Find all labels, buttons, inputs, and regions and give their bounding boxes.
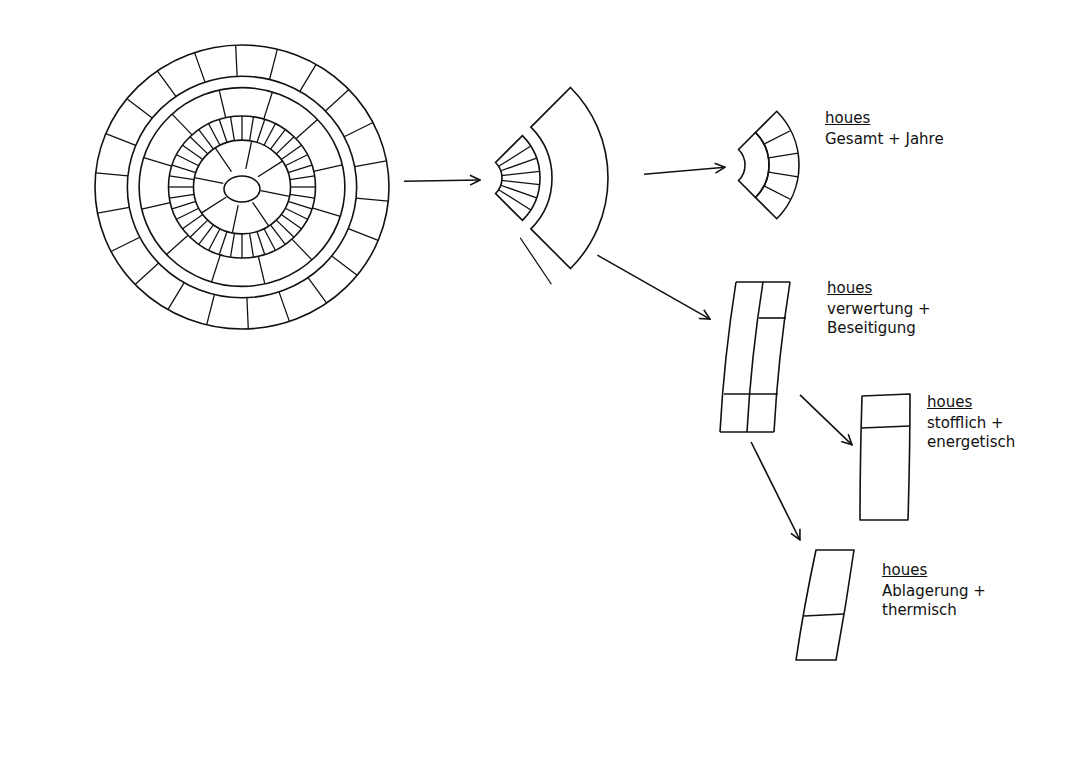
- label-heading: houes: [827, 279, 952, 298]
- segment-outline: [858, 392, 914, 524]
- segment-label: houesGesamt + Jahre: [823, 108, 947, 150]
- ring-segment: houesstofflich + energetisch: [858, 392, 914, 524]
- ring-figure: [92, 42, 392, 332]
- label-heading: houes: [927, 393, 1042, 412]
- arrow-connector: [404, 180, 480, 181]
- ring-segment: houesAblagerung + thermisch: [792, 546, 858, 664]
- ring-segment: houesGesamt + Jahre: [735, 108, 807, 222]
- label-heading: houes: [825, 109, 945, 128]
- arrow-connector: [644, 167, 725, 174]
- segment-label: houes verwertung + Beseitigung: [825, 278, 954, 338]
- arrow-connector: [800, 395, 852, 445]
- label-text: stofflich + energetisch: [927, 414, 1042, 452]
- arrow-connector: [751, 442, 800, 540]
- label-heading: houes: [882, 561, 997, 580]
- ring-segment: houesverwertung + Beseitigung: [716, 278, 794, 436]
- label-text: verwertung + Beseitigung: [827, 300, 952, 338]
- segment-outline: [92, 42, 392, 332]
- ring-figure: [488, 84, 614, 276]
- arrow-connector: [597, 255, 710, 319]
- segment-outline: [488, 84, 614, 276]
- segment-outline: [792, 546, 858, 664]
- label-text: Gesamt + Jahre: [825, 130, 945, 149]
- segment-label: houesAblagerung + thermisch: [880, 560, 999, 620]
- segment-outline: [716, 278, 794, 436]
- label-text: Ablagerung + thermisch: [882, 582, 997, 620]
- segment-label: houes stofflich + energetisch: [925, 392, 1044, 452]
- segment-outline: [735, 108, 807, 222]
